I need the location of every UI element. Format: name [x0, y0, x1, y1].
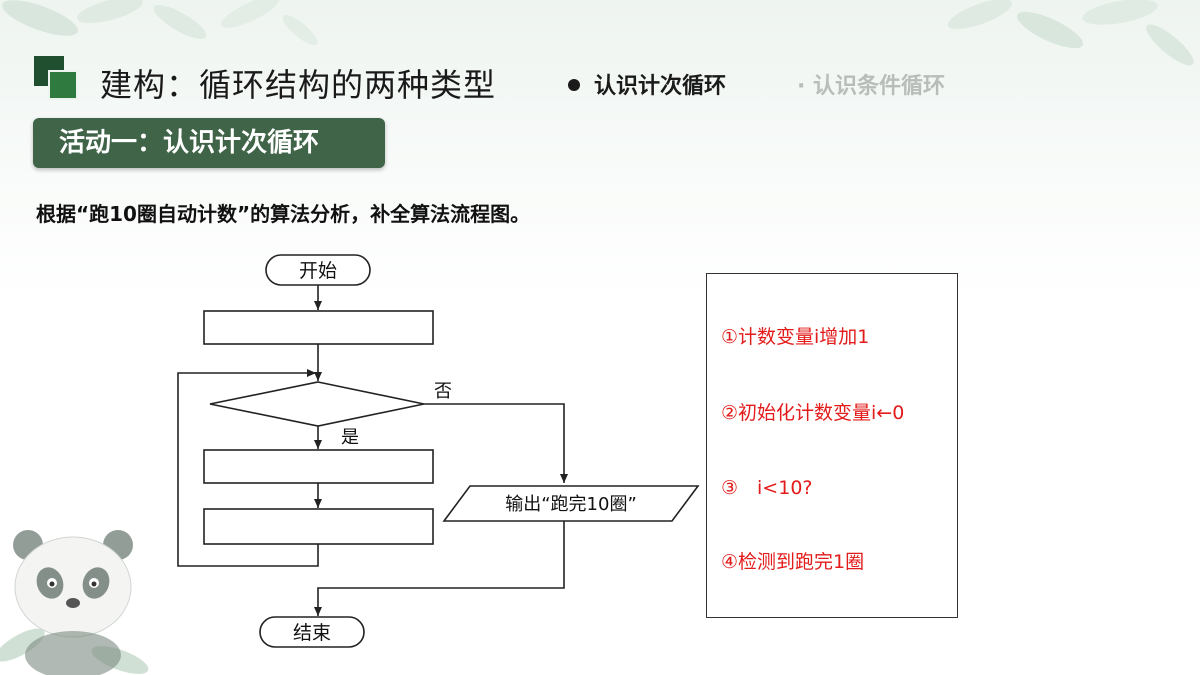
process-box-2 — [203, 449, 434, 484]
option-item-3[interactable]: ③ i<10? — [721, 477, 813, 499]
edge-output-end — [314, 521, 565, 616]
edge-decision-no — [424, 403, 568, 483]
options-panel: ①计数变量i增加1 ②初始化计数变量i←0 ③ i<10? ④检测到跑完1圈 — [706, 273, 958, 618]
output-label: 输出“跑完10圈” — [505, 494, 637, 515]
end-label: 结束 — [293, 622, 331, 644]
bullet-icon — [568, 79, 580, 91]
algorithm-flowchart: 开始 结束 是 否 输出“跑完10圈” — [177, 254, 700, 648]
option-item-1[interactable]: ①计数变量i增加1 — [721, 326, 870, 348]
yes-label: 是 — [341, 427, 359, 448]
activity-banner: 活动一：认识计次循环 — [33, 118, 385, 168]
option-item-4[interactable]: ④检测到跑完1圈 — [721, 551, 865, 573]
section-nav-inactive[interactable]: · 认识条件循环 — [797, 74, 946, 99]
process-box-1 — [203, 310, 434, 345]
edge-loop-back — [177, 369, 319, 567]
instruction-text: 根据“跑10圈自动计数”的算法分析，补全算法流程图。 — [36, 202, 531, 226]
process-box-3 — [203, 508, 434, 545]
section-nav-active[interactable]: 认识计次循环 — [568, 68, 726, 100]
decision-diamond — [209, 381, 425, 427]
end-terminal — [259, 616, 365, 648]
header-logo — [34, 56, 80, 102]
output-parallelogram — [442, 485, 700, 522]
no-label: 否 — [434, 381, 452, 402]
option-item-2[interactable]: ②初始化计数变量i←0 — [721, 402, 905, 424]
start-label: 开始 — [299, 260, 337, 282]
section-nav-active-label: 认识计次循环 — [594, 74, 727, 99]
page-title: 建构：循环结构的两种类型 — [100, 66, 497, 104]
leaf-decoration-top-right — [947, 0, 1194, 66]
